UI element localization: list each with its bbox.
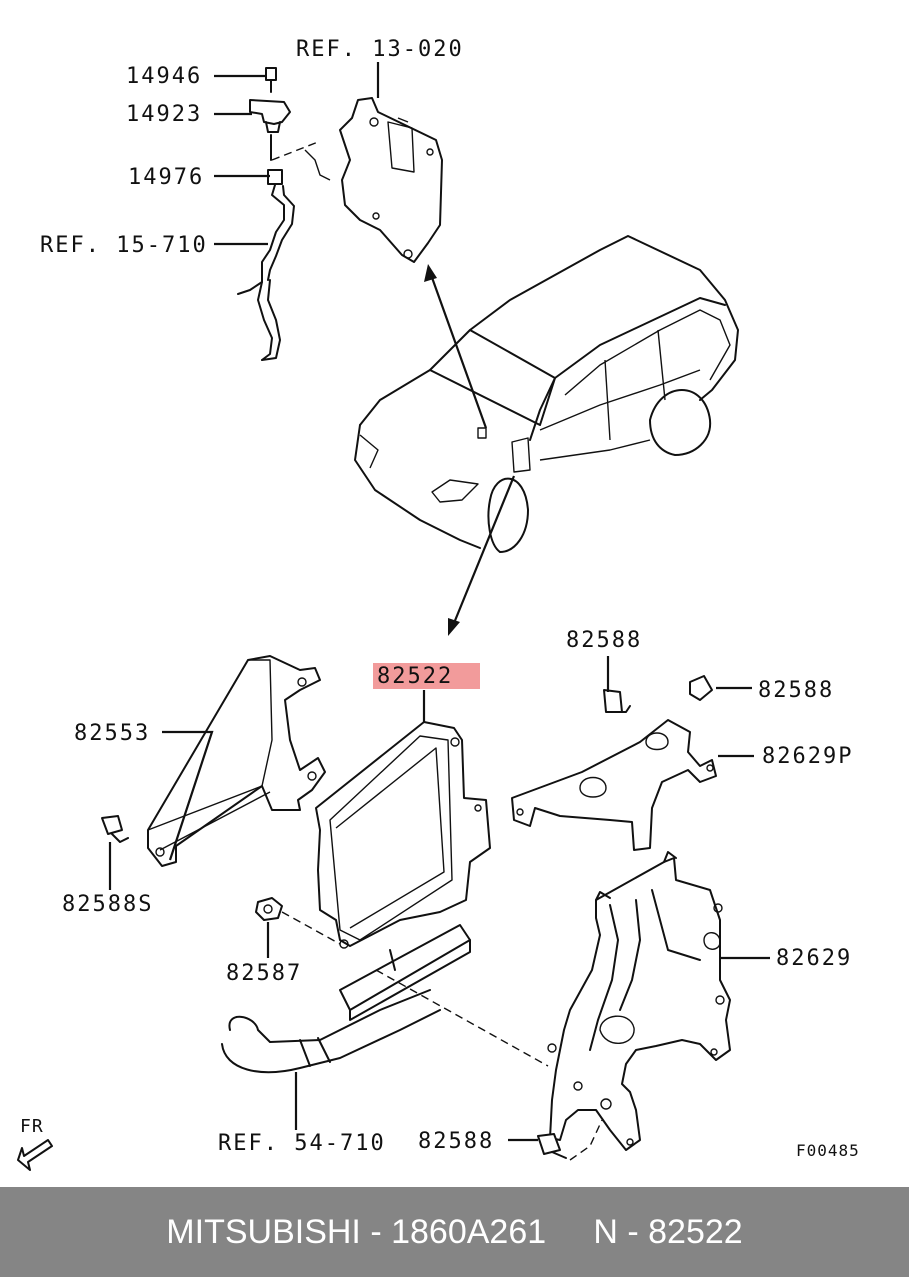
footer-ref-number: N - 82522: [593, 1212, 743, 1251]
label-82553: 82553: [74, 721, 151, 746]
label-82629p: 82629P: [762, 744, 854, 769]
bracket-82629p-drawing: [511, 675, 717, 851]
diagram-drawing: [17, 62, 770, 1171]
nut-82587-drawing: [255, 897, 341, 945]
label-ref-15-710: REF. 15-710: [40, 233, 208, 258]
label-82587: 82587: [226, 961, 303, 986]
footer-brand: MITSUBISHI: [166, 1212, 361, 1251]
location-arrows: [424, 264, 516, 636]
parts-diagram: [17, 62, 770, 1171]
label-82629: 82629: [776, 946, 853, 971]
label-82522: 82522: [377, 664, 454, 689]
leader-lines: [108, 62, 770, 1142]
ecu-82522-drawing: [315, 721, 491, 1021]
label-14946: 14946: [126, 64, 203, 89]
part-highlight: [373, 663, 480, 689]
vehicle-drawing: [354, 235, 739, 553]
label-ref-13-020: REF. 13-020: [296, 37, 464, 62]
sensor-parts-drawing: [237, 67, 295, 361]
sensor-bracket-drawing: [271, 97, 443, 263]
label-14923: 14923: [126, 102, 203, 127]
bracket-82629-drawing: [375, 851, 731, 1161]
harness-drawing: [221, 989, 441, 1074]
label-82588-top: 82588: [566, 628, 643, 653]
label-82588-bottom: 82588: [418, 1129, 495, 1154]
fr-arrow-icon: [17, 1139, 53, 1171]
bolt-82588s-drawing: [101, 815, 129, 843]
label-82588s: 82588S: [62, 892, 154, 917]
label-ref-54-710: REF. 54-710: [218, 1131, 386, 1156]
label-82588-right: 82588: [758, 678, 835, 703]
footer-gap: [546, 1213, 593, 1252]
footer-part-number: 1860A261: [391, 1212, 547, 1251]
bracket-82553-drawing: [147, 655, 326, 867]
footer-bar: MITSUBISHI - 1860A261 N - 82522: [0, 1187, 909, 1277]
label-14976: 14976: [128, 165, 205, 190]
label-fr: FR: [20, 1116, 44, 1137]
figure-code: F00485: [796, 1141, 860, 1160]
footer-sep-1: -: [360, 1212, 392, 1251]
